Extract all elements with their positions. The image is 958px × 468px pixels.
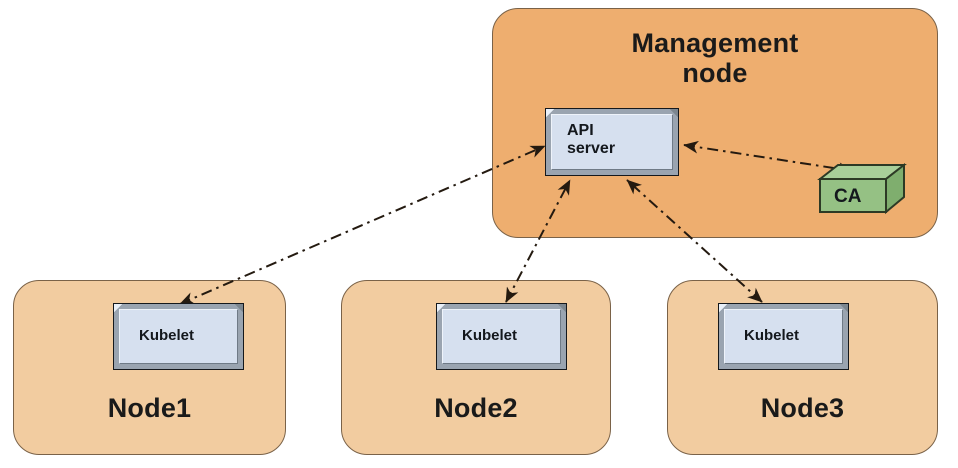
node3-kubelet-inner — [724, 309, 843, 364]
node1-kubelet-box: Kubelet — [113, 303, 244, 370]
connector-api-server-ca — [683, 140, 854, 176]
node1-label: Node1 — [107, 393, 192, 423]
node1-kubelet-label: Kubelet — [139, 327, 195, 344]
node2-kubelet-label: Kubelet — [462, 327, 518, 344]
node2-kubelet-box: Kubelet — [436, 303, 567, 370]
ca-shape — [817, 162, 907, 215]
connector-kubelet3-api-server — [626, 179, 763, 303]
node3-kubelet-label: Kubelet — [744, 327, 800, 344]
connector-kubelet1-api-server — [179, 145, 546, 305]
node3-label: Node3 — [760, 393, 845, 423]
ca-label: CA — [834, 186, 862, 207]
api-server-box: API server — [545, 108, 679, 176]
node1-kubelet-inner — [119, 309, 238, 364]
api-server-label: API server — [567, 122, 616, 158]
management-node-label: Management node — [631, 28, 799, 89]
connector-kubelet2-api-server — [505, 179, 571, 303]
node2-kubelet-inner — [442, 309, 561, 364]
node2-label: Node2 — [434, 393, 518, 423]
node3-kubelet-box: Kubelet — [718, 303, 849, 370]
ca-box: CA — [816, 160, 908, 216]
api-server-inner — [551, 114, 673, 170]
